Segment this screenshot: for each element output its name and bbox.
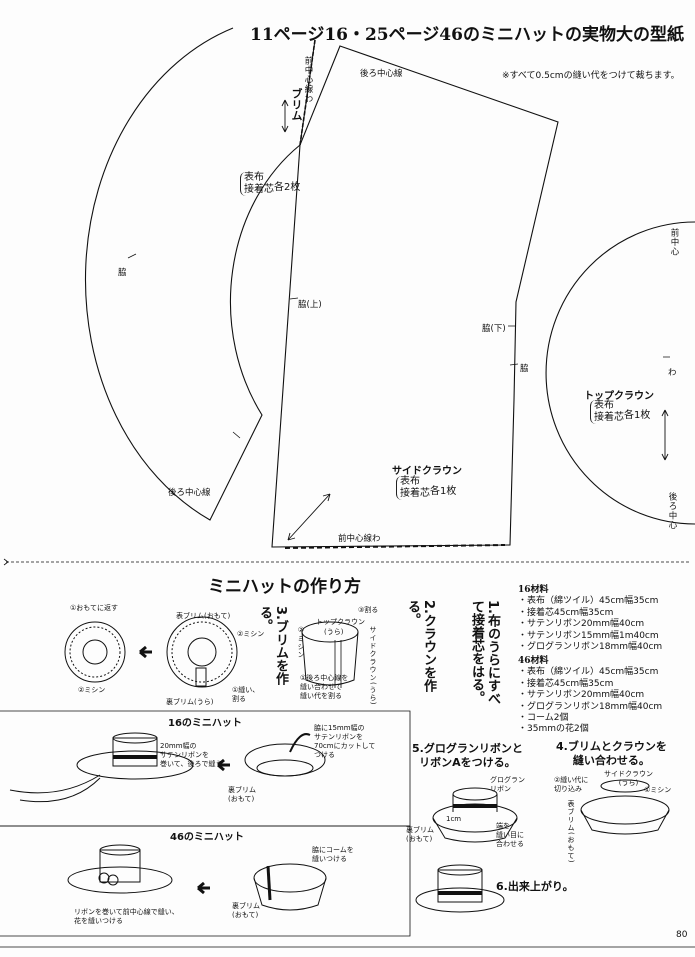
brim-qty: 各2枚 xyxy=(274,182,301,193)
brim-diagram-machine-left: ②ミシン xyxy=(78,686,106,694)
step4-seam-cut: ②縫い代に 切り込み xyxy=(554,776,589,793)
side-crown-side-top-label: 脇(上) xyxy=(298,300,322,310)
hat46-heading: 46のミニハット xyxy=(170,832,244,843)
side-crown-qty: 各1枚 xyxy=(430,486,457,497)
crown-diagram-top-crown: トップクラウン xyxy=(316,618,365,626)
top-crown-outline xyxy=(545,221,695,525)
step4-machine: ①ミシン xyxy=(644,786,672,794)
brim-diagram-machine-right: ②ミシン xyxy=(237,630,265,638)
side-crown-back-center-label: 後ろ中心線 xyxy=(360,69,403,79)
brim-name: ブリム xyxy=(290,88,303,121)
top-crown-front-center-label: 前中心 xyxy=(669,228,679,257)
step5-one-cm: 1cm xyxy=(446,815,462,823)
step-6: 6.出来上がり。 xyxy=(496,880,574,893)
step-4: 4.ブリムとクラウンを 縫い合わせる。 xyxy=(556,740,667,767)
top-crown-name: トップクラウン xyxy=(584,391,654,402)
step-3: 3.ブリムを作る。 xyxy=(257,606,288,685)
top-crown-back-center-label: 後ろ中心 xyxy=(667,492,677,530)
top-crown-fold-label: わ xyxy=(668,368,677,378)
side-crown-bottom-dashed xyxy=(284,544,506,549)
top-crown-qty: 各1枚 xyxy=(624,410,651,421)
hat46-ribbon-note: リボンを巻いて前中心線で縫い、 花を縫いつける xyxy=(74,908,179,925)
crown-diagram-cut: ③割る xyxy=(358,606,379,614)
brim-diagram-outer-brim: 表ブリム(おもて) xyxy=(176,612,231,620)
brim-materials: 表布 接着芯 xyxy=(240,172,274,196)
step-1: 1.布のうらにすべて接着芯をはる。 xyxy=(469,600,500,705)
crown-diagram-top-crown-side: (うら) xyxy=(324,628,344,636)
howto-heading: ミニハットの作り方 xyxy=(208,577,361,597)
side-crown-materials: 表布 接着芯 xyxy=(396,476,430,500)
brim-side-label: 脇 xyxy=(118,268,127,278)
materials-46: 46材料 ・表布（綿ツイル）45cm幅35cm ・接着芯45cm幅35cm ・サ… xyxy=(518,656,663,735)
brim-back-center-label: 後ろ中心線 xyxy=(168,488,211,498)
step-5: 5.グログランリボンと リボンAをつける。 xyxy=(412,742,523,769)
hat16-ribbon-note: 20mm幅の サテンリボンを 巻いて、後ろで縫う xyxy=(160,742,223,768)
side-crown-side-bottom-label: 脇(下) xyxy=(482,324,506,334)
brim-diagram-inner-brim: 裏ブリム(うら) xyxy=(166,698,214,706)
brim-outline xyxy=(84,27,316,521)
crown-diagram-note: ①後ろ中心線を 縫い合わせて 縫い代を割る xyxy=(300,674,349,700)
page-title: 11ページ16・25ページ46のミニハットの実物大の型紙 xyxy=(250,25,684,45)
step4-outer-brim: 表ブリム(おもて) xyxy=(567,800,575,864)
brim-front-center-label: 前中心線わ xyxy=(303,56,313,104)
step5-grosgrain: グログラン リボン xyxy=(490,776,525,793)
crown-diagram-machine: ②ミシン xyxy=(297,626,305,659)
step5-inner-brim: 裏ブリム (おもて) xyxy=(406,826,434,843)
page-number: 80 xyxy=(676,930,688,940)
step-2: 2.クラウンを作る。 xyxy=(405,600,436,692)
seam-allowance-note: ※すべて0.5cmの縫い代をつけて裁ちます。 xyxy=(502,71,680,81)
brim-diagram-sew-cut: ①縫い、 割る xyxy=(232,686,260,703)
side-crown-name: サイドクラウン xyxy=(392,466,462,477)
hat46-inner-brim: 裏ブリム (おもて) xyxy=(232,902,260,919)
hat16-heading: 16のミニハット xyxy=(168,718,242,729)
side-crown-side-label: 脇 xyxy=(520,364,529,374)
side-crown-front-center-label: 前中心線わ xyxy=(338,534,381,544)
step5-align: 端を 縫い目に 合わせる xyxy=(496,822,524,848)
hat16-inner-brim: 裏ブリム (おもて) xyxy=(228,786,256,803)
hat16-side-note: 脇に15mm幅の サテンリボンを 70cmにカットして つける xyxy=(314,724,376,759)
top-crown-materials: 表布 接着芯 xyxy=(590,400,624,424)
materials-16: 16材料 ・表布（綿ツイル）45cm幅35cm ・接着芯45cm幅35cm ・サ… xyxy=(518,585,663,653)
step4-side-crown: サイドクラウン (うら) xyxy=(604,770,653,787)
hat46-comb-note: 脇にコームを 縫いつける xyxy=(312,846,354,863)
brim-diagram-turn: ①おもてに返す xyxy=(70,604,118,612)
crown-diagram-side-crown: サイドクラウン(うら) xyxy=(369,626,377,706)
side-crown-outline xyxy=(271,45,559,548)
